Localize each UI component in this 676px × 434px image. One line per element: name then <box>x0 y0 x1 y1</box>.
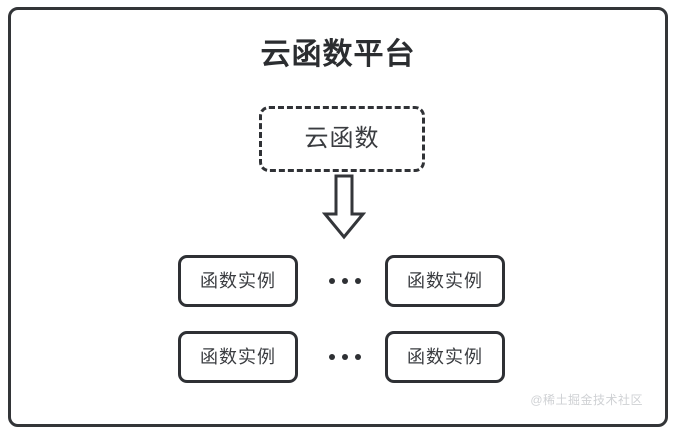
cloud-function-platform-container: 云函数平台 云函数 函数实例 函数实例 <box>8 7 668 427</box>
ellipsis-dot <box>329 354 335 360</box>
page-title: 云函数平台 <box>260 38 416 71</box>
function-instance-label: 函数实例 <box>200 347 276 367</box>
watermark: @稀土掘金技术社区 <box>530 393 643 407</box>
function-instance-label: 函数实例 <box>407 271 483 291</box>
function-instance-box[interactable]: 函数实例 <box>385 331 505 383</box>
cloud-function-node: 云函数 <box>259 106 425 172</box>
cloud-function-node-label: 云函数 <box>304 125 380 152</box>
function-instance-label: 函数实例 <box>407 347 483 367</box>
ellipsis-dot <box>342 278 348 284</box>
instance-row: 函数实例 函数实例 <box>11 255 665 307</box>
function-instance-box[interactable]: 函数实例 <box>178 331 298 383</box>
ellipsis-icon <box>311 331 379 383</box>
ellipsis-icon <box>311 255 379 307</box>
ellipsis-dot <box>329 278 335 284</box>
down-block-arrow-icon <box>322 174 366 240</box>
ellipsis-dot <box>355 354 361 360</box>
ellipsis-dot <box>342 354 348 360</box>
instance-row: 函数实例 函数实例 <box>11 331 665 383</box>
function-instance-box[interactable]: 函数实例 <box>178 255 298 307</box>
function-instance-box[interactable]: 函数实例 <box>385 255 505 307</box>
function-instance-label: 函数实例 <box>200 271 276 291</box>
ellipsis-dot <box>355 278 361 284</box>
